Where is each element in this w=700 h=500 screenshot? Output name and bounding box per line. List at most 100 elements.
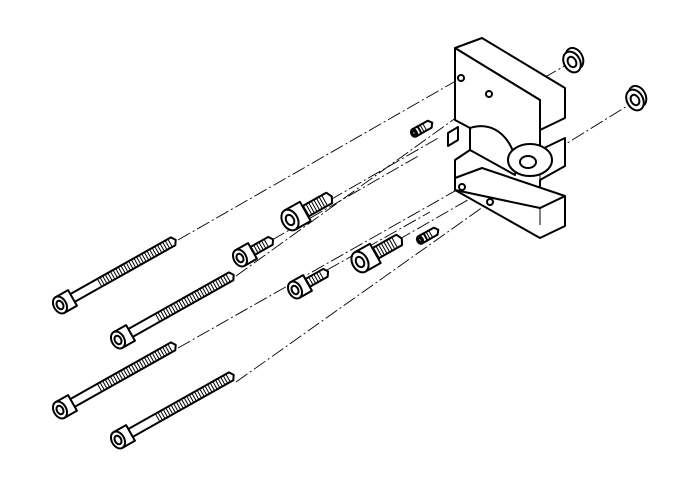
thread-mark: [120, 370, 126, 379]
thread-mark: [175, 301, 182, 311]
thread-mark: [154, 246, 160, 255]
thread-mark: [316, 272, 322, 281]
thread-mark: [173, 303, 179, 312]
thread-mark: [130, 259, 137, 268]
thread-mark: [196, 390, 202, 399]
short-screw: [231, 235, 275, 268]
thread-mark: [207, 384, 213, 393]
long-screw: [51, 341, 177, 420]
washer-hole: [629, 93, 641, 107]
thread-mark: [204, 385, 210, 394]
long-screw: [51, 236, 177, 315]
short-screw: [350, 233, 404, 274]
thread-mark: [143, 357, 150, 366]
hex-socket: [113, 434, 123, 446]
thread-mark: [422, 123, 428, 131]
thread-mark: [181, 298, 187, 308]
thread-mark: [318, 196, 326, 208]
thread-mark: [154, 413, 161, 422]
thread-mark: [157, 312, 163, 321]
thread-mark: [130, 364, 137, 373]
thread-mark: [194, 391, 200, 400]
thread-mark: [162, 409, 169, 418]
thread-mark: [167, 406, 174, 415]
thread-mark: [214, 279, 221, 289]
thread-mark: [159, 348, 165, 357]
screw-shaft: [114, 271, 235, 345]
thread-mark: [201, 287, 208, 296]
thread-mark: [128, 365, 134, 375]
thread-mark: [199, 288, 205, 297]
thread-mark: [173, 403, 179, 412]
thread-mark: [425, 231, 431, 240]
thread-mark: [375, 245, 383, 257]
thread-mark: [123, 368, 129, 378]
thread-mark: [372, 247, 380, 259]
thread-mark: [146, 250, 152, 259]
thread-mark: [112, 269, 118, 279]
thread-mark: [107, 272, 113, 281]
thread-mark: [212, 381, 218, 390]
thread-mark: [143, 252, 150, 261]
center-line: [235, 201, 491, 383]
thread-mark: [188, 294, 195, 303]
centering-ring: [562, 46, 585, 74]
hex-socket: [417, 237, 423, 243]
thread-mark: [112, 374, 118, 384]
thread-mark: [167, 306, 174, 315]
short-screw: [286, 267, 330, 300]
thread-mark: [181, 398, 187, 408]
thread-mark: [178, 300, 184, 309]
thread-mark: [209, 282, 216, 291]
thread-mark: [102, 380, 108, 389]
hex-socket: [235, 252, 245, 264]
thread-mark: [146, 355, 152, 364]
thread-mark: [258, 241, 264, 251]
thread-mark: [141, 253, 147, 262]
thread-mark: [164, 240, 171, 249]
adapter-plate: [447, 37, 566, 239]
thread-mark: [217, 278, 223, 287]
thread-mark: [162, 241, 168, 251]
thread-mark: [391, 237, 398, 248]
center-line: [177, 186, 463, 349]
thread-mark: [117, 266, 124, 276]
hex-socket: [55, 299, 65, 311]
thread-mark: [188, 394, 195, 403]
thread-mark: [164, 345, 171, 354]
thread-mark: [160, 310, 166, 319]
thread-mark: [186, 295, 192, 305]
thread-mark: [310, 275, 317, 284]
thread-mark: [138, 360, 144, 369]
long-screw: [109, 271, 235, 350]
thread-mark: [318, 271, 324, 280]
fasteners: [51, 46, 648, 450]
thread-mark: [115, 268, 121, 277]
thread-mark: [170, 304, 176, 314]
thread-mark: [167, 238, 173, 248]
thread-mark: [263, 239, 269, 248]
thread-mark: [220, 376, 226, 386]
thread-mark: [191, 292, 197, 302]
thread-mark: [214, 379, 221, 389]
thread-mark: [308, 276, 314, 286]
thread-mark: [201, 387, 208, 396]
thread-mark: [133, 257, 139, 267]
thread-mark: [380, 242, 388, 254]
washer-hole: [566, 55, 578, 69]
thread-mark: [109, 271, 116, 280]
thread-mark: [302, 205, 310, 217]
thread-mark: [96, 278, 103, 287]
thread-mark: [167, 343, 173, 353]
thread-mark: [253, 244, 259, 254]
thread-mark: [255, 243, 262, 252]
screw-shaft: [114, 371, 235, 445]
thread-mark: [128, 260, 134, 270]
thread-mark: [160, 410, 166, 419]
center-lines: [177, 59, 641, 383]
hex-socket: [354, 255, 366, 269]
long-screw: [109, 371, 235, 450]
thread-mark: [199, 388, 205, 397]
center-line: [329, 136, 441, 201]
